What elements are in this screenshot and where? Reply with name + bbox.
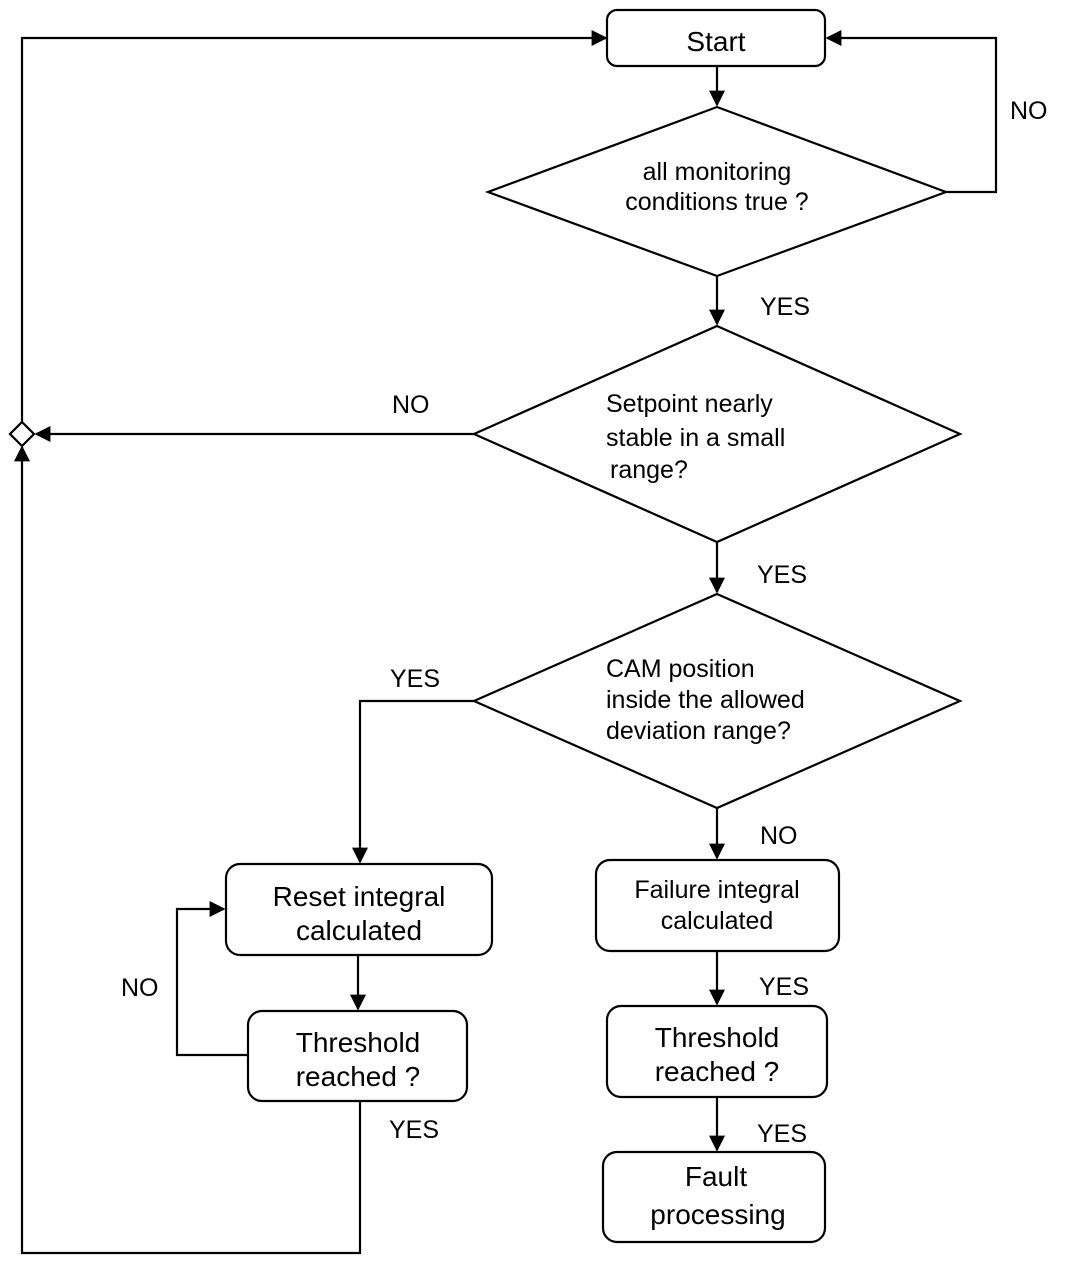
label-monitoring-yes: YES xyxy=(760,293,810,321)
decision-monitoring-line1: all monitoring xyxy=(643,158,792,186)
decision-monitoring-conditions: all monitoring conditions true ? xyxy=(484,105,950,278)
decision-cam-line1: CAM position xyxy=(606,655,755,683)
threshold-left-line2: reached ? xyxy=(296,1061,421,1092)
fault-processing-line2: processing xyxy=(650,1199,785,1230)
label-threshold-left-yes: YES xyxy=(389,1116,439,1144)
fault-processing-line1: Fault xyxy=(685,1161,747,1192)
process-reset-line1: Reset integral xyxy=(273,881,446,912)
process-threshold-right: Threshold reached ? xyxy=(605,1004,829,1099)
edge-threshold-left-yes xyxy=(14,445,362,1255)
edge-threshold-left-no xyxy=(175,901,248,1057)
label-cam-yes: YES xyxy=(390,665,440,693)
node-start: Start xyxy=(605,8,827,68)
merge-junction xyxy=(8,420,36,448)
edge-junction-to-start xyxy=(20,30,608,422)
edge-cam-yes xyxy=(352,699,474,864)
process-failure-line2: calculated xyxy=(661,907,774,935)
decision-setpoint-stable: Setpoint nearly stable in a small range? xyxy=(471,324,963,544)
threshold-right-line2: reached ? xyxy=(655,1056,780,1087)
process-fault-processing: Fault processing xyxy=(601,1150,827,1244)
label-setpoint-yes: YES xyxy=(757,561,807,589)
label-threshold-right-yes: YES xyxy=(757,1120,807,1148)
decision-cam-line2: inside the allowed xyxy=(606,686,805,714)
decision-monitoring-line2: conditions true ? xyxy=(625,188,808,216)
label-setpoint-no: NO xyxy=(392,391,430,419)
process-failure-line1: Failure integral xyxy=(634,876,799,904)
label-failure-yes: YES xyxy=(759,973,809,1001)
label-threshold-left-no: NO xyxy=(121,974,159,1002)
process-threshold-left: Threshold reached ? xyxy=(246,1009,469,1103)
process-reset-integral: Reset integral calculated xyxy=(224,862,494,957)
decision-cam-line3: deviation range? xyxy=(606,717,791,745)
decision-setpoint-line2: stable in a small xyxy=(606,424,785,452)
label-monitoring-no: NO xyxy=(1010,97,1048,125)
process-reset-line2: calculated xyxy=(296,915,422,946)
node-start-label: Start xyxy=(686,26,745,57)
decision-setpoint-line3: range? xyxy=(610,456,688,484)
decision-cam-position: CAM position inside the allowed deviatio… xyxy=(471,592,963,810)
label-cam-no: NO xyxy=(760,822,798,850)
threshold-right-line1: Threshold xyxy=(655,1022,780,1053)
edge-monitoring-no-loop xyxy=(825,30,998,194)
process-failure-integral: Failure integral calculated xyxy=(594,858,841,953)
decision-setpoint-line1: Setpoint nearly xyxy=(606,390,773,418)
threshold-left-line1: Threshold xyxy=(296,1027,421,1058)
